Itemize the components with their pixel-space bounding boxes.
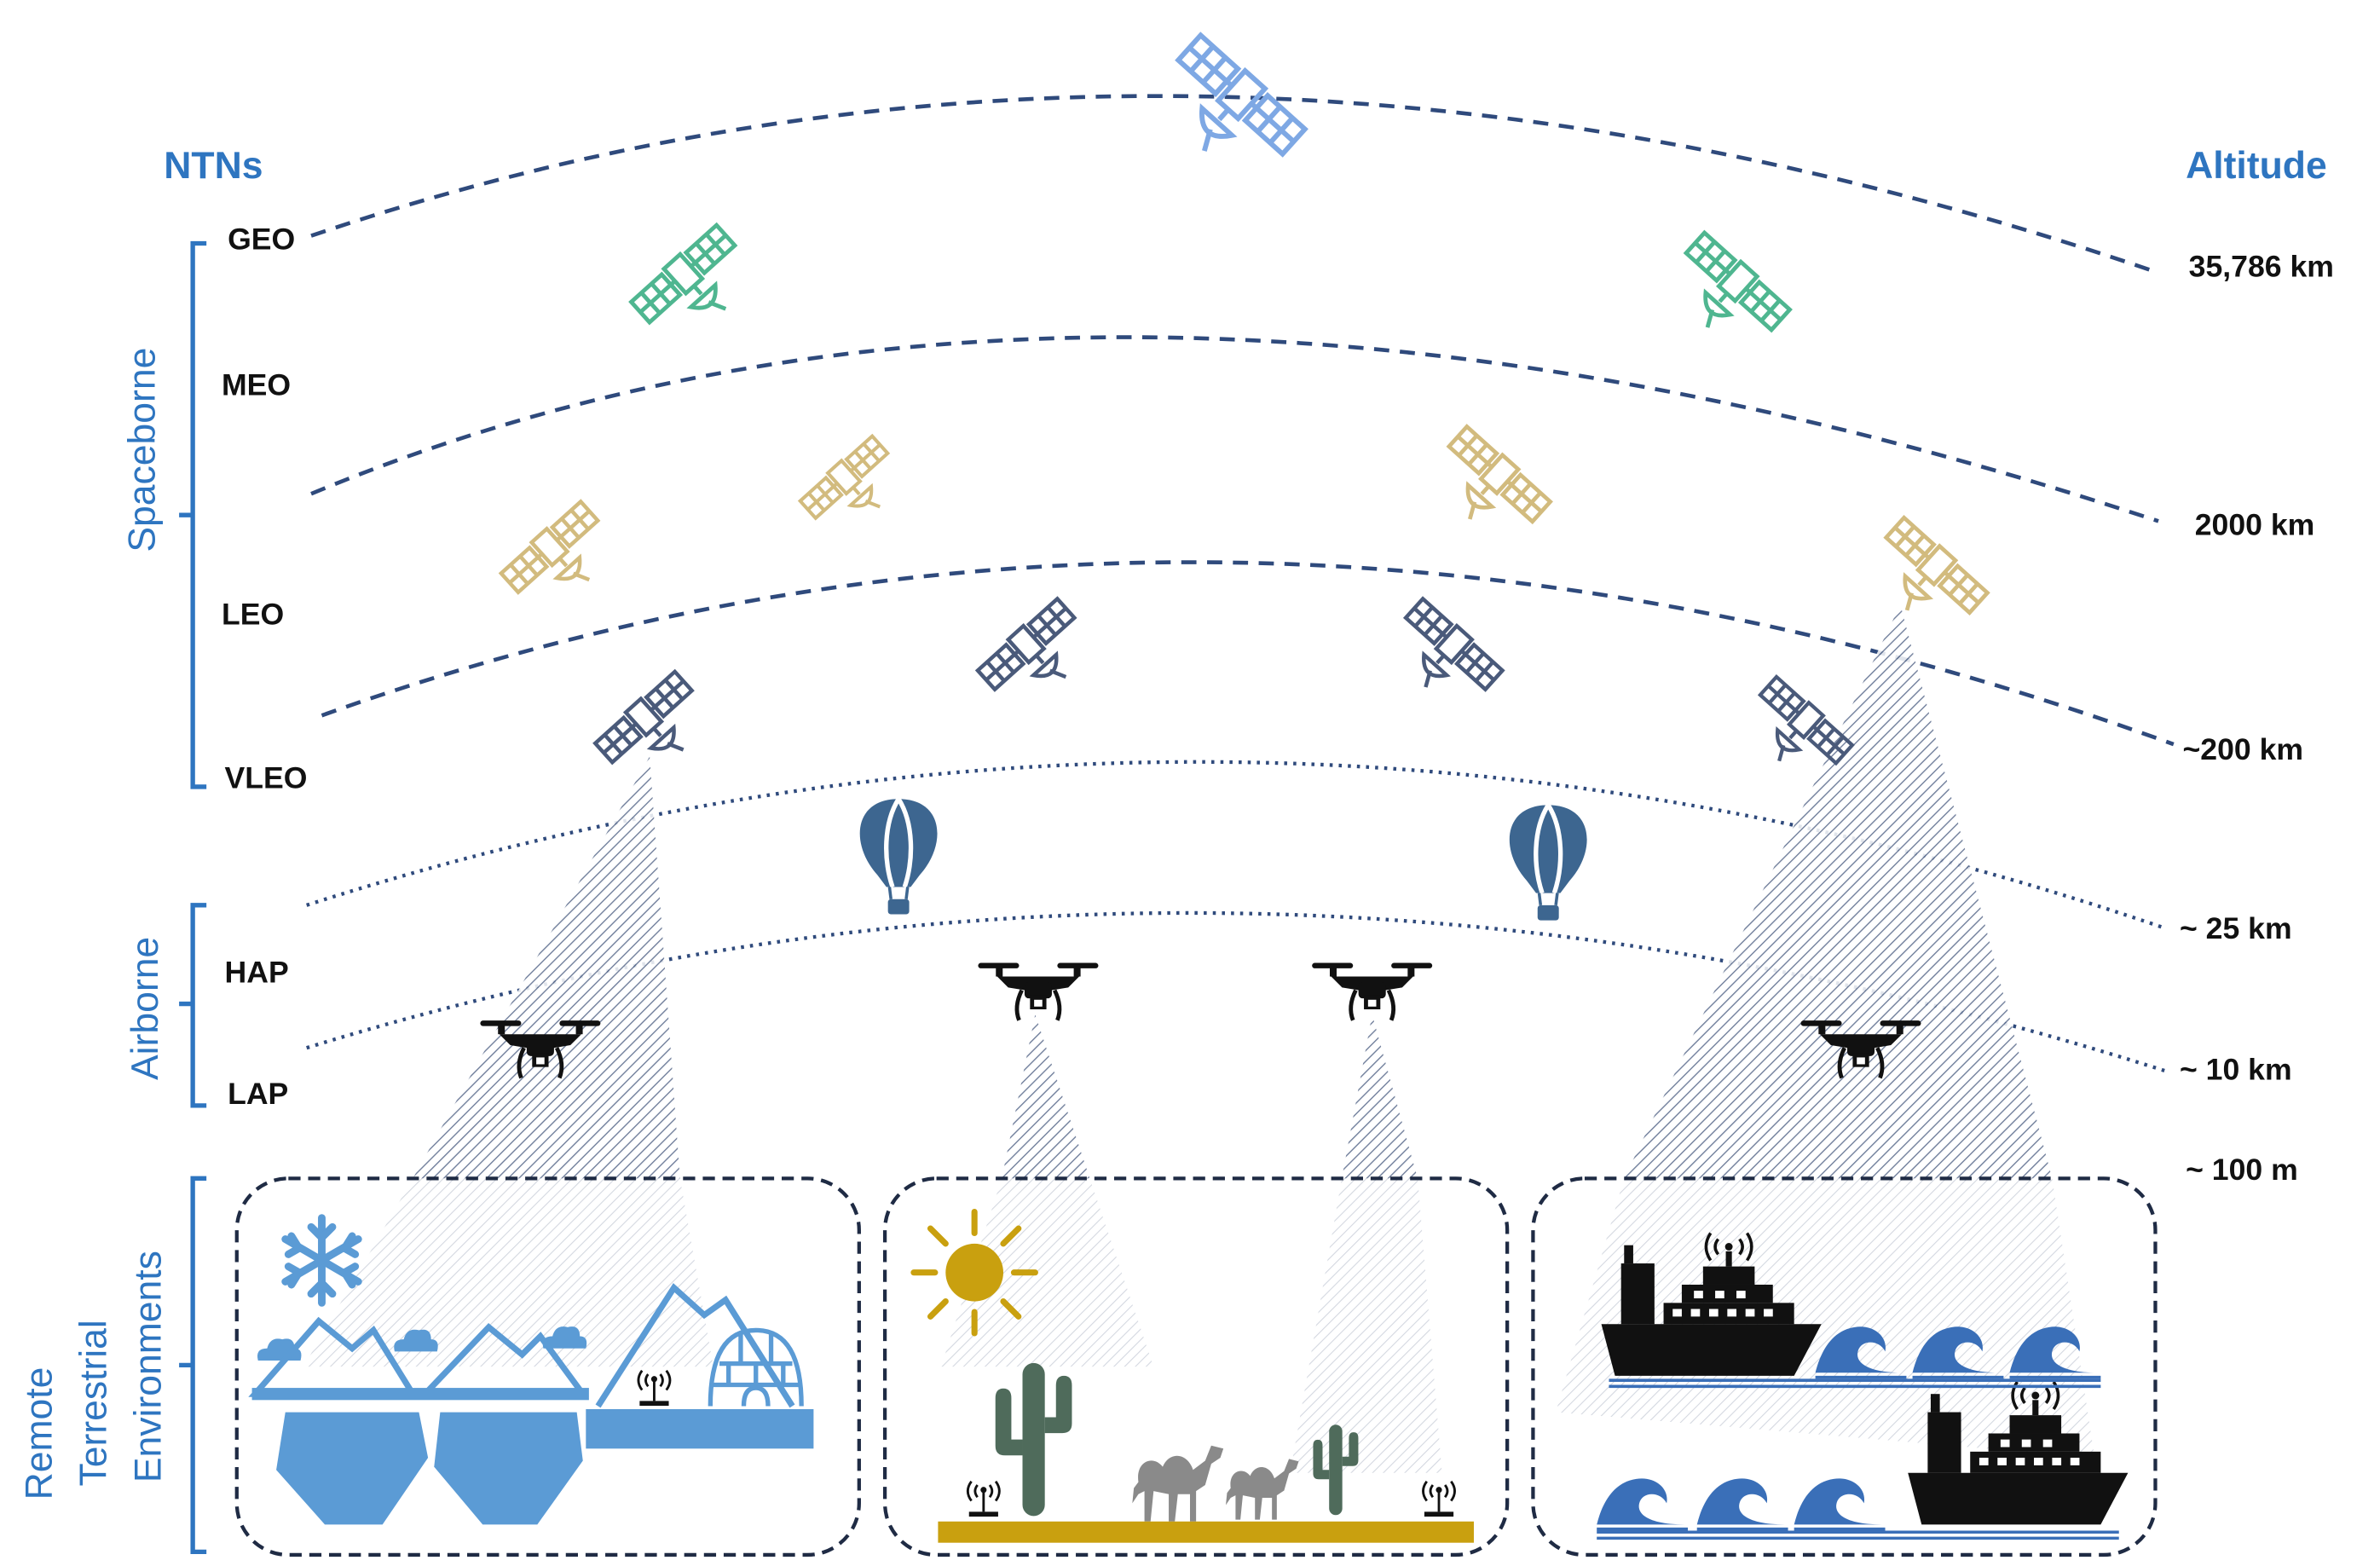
satellite-icon-vleo-1 xyxy=(593,670,717,791)
desert-scene xyxy=(910,1208,1474,1543)
altitude-header: Altitude xyxy=(2186,145,2327,187)
camel-icon-2 xyxy=(1226,1459,1299,1520)
iceberg-icon xyxy=(248,1283,814,1525)
beam-drone-center-left-ground xyxy=(940,1178,1154,1367)
satellite-icon-leo-4 xyxy=(1859,516,1989,643)
leo-label: LEO xyxy=(222,597,284,631)
beam-vleo-left-ground xyxy=(303,1178,713,1367)
beam-leo-right xyxy=(1624,604,2053,1179)
meo-orbit-line xyxy=(310,335,2159,523)
snowflake-icon xyxy=(281,1214,362,1307)
lap-orbit-line xyxy=(306,910,2165,1072)
altitude-geo: 35,786 km xyxy=(2189,250,2334,284)
beam-drone-center-right xyxy=(1342,1014,1418,1179)
altitude-meo-leo: 2000 km xyxy=(2195,507,2315,541)
terrestrial-label-line-3: Environments xyxy=(128,1251,170,1482)
beam-drone-center-right-ground xyxy=(1290,1178,1442,1473)
altitude-lap: ~ 10 km xyxy=(2180,1053,2292,1087)
polar-panel xyxy=(234,1176,861,1557)
geo-orbit-line xyxy=(310,94,2153,273)
altitude-vleo: ~200 km xyxy=(2183,732,2304,766)
wave-icon-4 xyxy=(1595,1476,1690,1531)
wave-icon-6 xyxy=(1792,1476,1887,1531)
satellite-icon-vleo-2 xyxy=(976,597,1100,718)
altitude-ground: ~ 100 m xyxy=(2186,1153,2298,1187)
satellite-icon-geo xyxy=(1145,32,1307,191)
ocean-scene xyxy=(1595,1231,2130,1540)
igloo-icon xyxy=(708,1327,804,1407)
spaceborne-bracket xyxy=(179,240,207,789)
vleo-label: VLEO xyxy=(225,761,308,795)
orbit-labels: GEO MEO LEO VLEO HAP LAP xyxy=(222,222,308,1111)
hap-label: HAP xyxy=(225,956,289,990)
satellite-icon-meo-right xyxy=(1659,231,1792,361)
airborne-bracket xyxy=(179,903,207,1108)
terrestrial-bracket xyxy=(179,1176,207,1555)
beam-drone-center-left xyxy=(1002,1014,1090,1179)
wave-icon-5 xyxy=(1695,1476,1790,1531)
spaceborne-label: Spaceborne xyxy=(122,348,164,552)
drone-icon-2 xyxy=(978,963,1098,1020)
satellite-icon-vleo-3 xyxy=(1380,597,1504,718)
hot-air-balloon-icon-left xyxy=(860,799,938,914)
airborne-label: Airborne xyxy=(124,937,166,1080)
sun-icon xyxy=(910,1208,1038,1337)
polar-scene xyxy=(248,1214,814,1525)
terrestrial-panels xyxy=(234,1176,2158,1557)
geo-label: GEO xyxy=(228,222,295,257)
satellite-icon-leo-2 xyxy=(799,435,911,544)
terrestrial-label-line-2: Terrestrial xyxy=(73,1320,115,1486)
beam-vleo-left xyxy=(413,756,680,1179)
satellite-icon-leo-3 xyxy=(1422,425,1551,552)
satellite-icon-meo-left xyxy=(629,223,762,353)
drone-icon-3 xyxy=(1312,963,1432,1020)
desert-panel xyxy=(882,1176,1510,1557)
antenna-icon-desert-right xyxy=(1422,1480,1456,1518)
sand-ground xyxy=(938,1521,1474,1543)
altitude-hap: ~ 25 km xyxy=(2180,911,2292,945)
hot-air-balloon-icon-right xyxy=(1510,805,1587,920)
terrestrial-label-line-1: Remote xyxy=(19,1367,61,1500)
camel-icon-1 xyxy=(1132,1445,1224,1522)
meo-label: MEO xyxy=(222,368,291,402)
satellite-icon-leo-1 xyxy=(500,500,623,621)
antenna-icon-polar xyxy=(637,1369,672,1407)
ocean-panel xyxy=(1531,1176,2158,1557)
lap-label: LAP xyxy=(228,1077,288,1111)
ntns-header: NTNs xyxy=(164,145,263,187)
antenna-icon-desert-left xyxy=(966,1480,1001,1518)
altitude-labels: 35,786 km 2000 km ~200 km ~ 25 km ~ 10 k… xyxy=(2180,250,2334,1187)
cactus-icon-large xyxy=(995,1362,1072,1517)
